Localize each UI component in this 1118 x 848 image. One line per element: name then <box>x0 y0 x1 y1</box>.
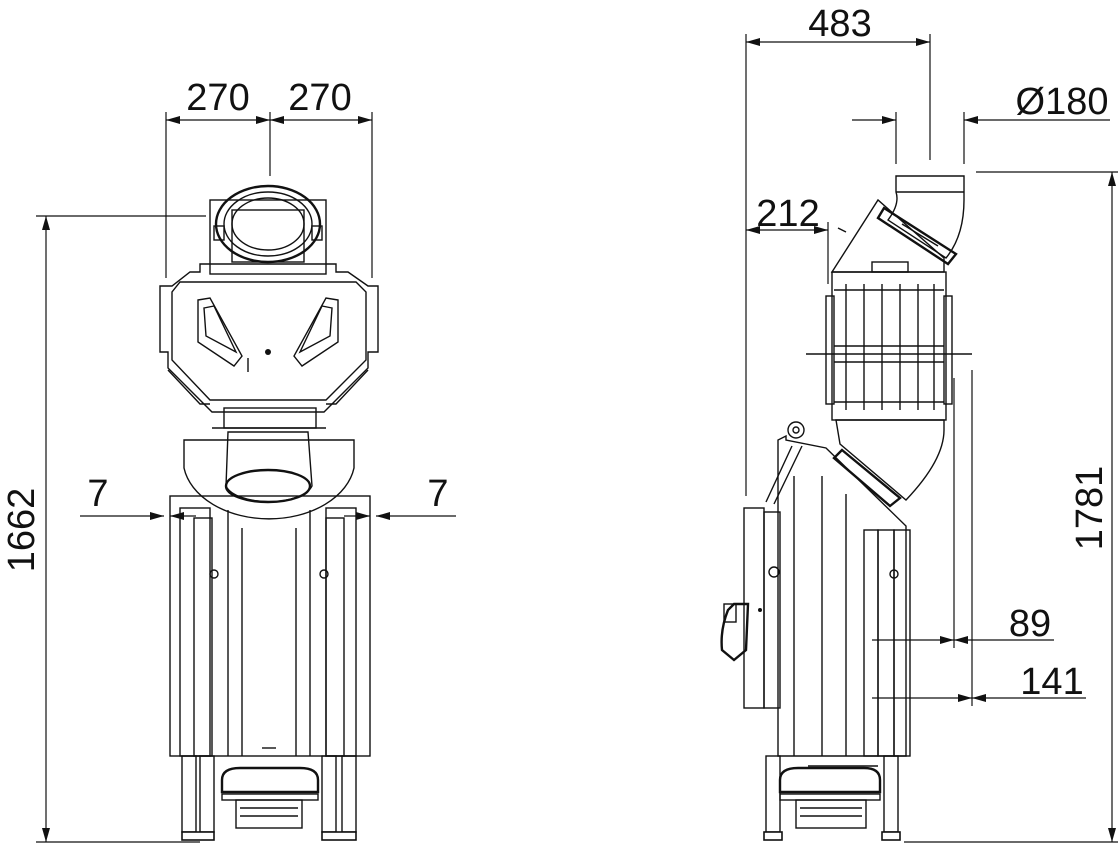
side-dimensions: 483 Ø180 212 1781 <box>745 3 1118 843</box>
side-view: 483 Ø180 212 1781 <box>720 3 1118 843</box>
front-main-body <box>169 495 371 757</box>
front-view: 270 270 1662 7 7 <box>1 77 456 843</box>
side-funnel <box>832 419 945 508</box>
front-dimensions: 270 270 1662 7 7 <box>1 77 456 843</box>
dim-side-height: 1781 <box>1069 466 1111 551</box>
side-firebox-body <box>720 421 911 767</box>
dim-front-height: 1662 <box>1 488 43 573</box>
dim-side-depth: 483 <box>808 3 871 45</box>
front-flue-collar <box>209 184 327 275</box>
dim-flue-diameter: Ø180 <box>1016 81 1109 123</box>
front-neck <box>212 407 326 429</box>
side-legs <box>763 755 901 841</box>
side-heat-exchanger <box>806 198 972 421</box>
front-heat-exchanger <box>159 263 379 413</box>
dim-front-offset-right: 7 <box>427 473 448 515</box>
front-firebox-dome <box>183 431 355 520</box>
dim-front-width-right: 270 <box>288 77 351 119</box>
dim-front-width-left: 270 <box>186 77 249 119</box>
dim-side-offset-89: 89 <box>1009 603 1051 645</box>
dim-side-offset-141: 141 <box>1020 661 1083 703</box>
dim-side-flue-offset: 212 <box>756 193 819 235</box>
dim-front-offset-left: 7 <box>87 473 108 515</box>
front-legs <box>181 755 357 841</box>
side-flue-elbow <box>876 175 965 266</box>
